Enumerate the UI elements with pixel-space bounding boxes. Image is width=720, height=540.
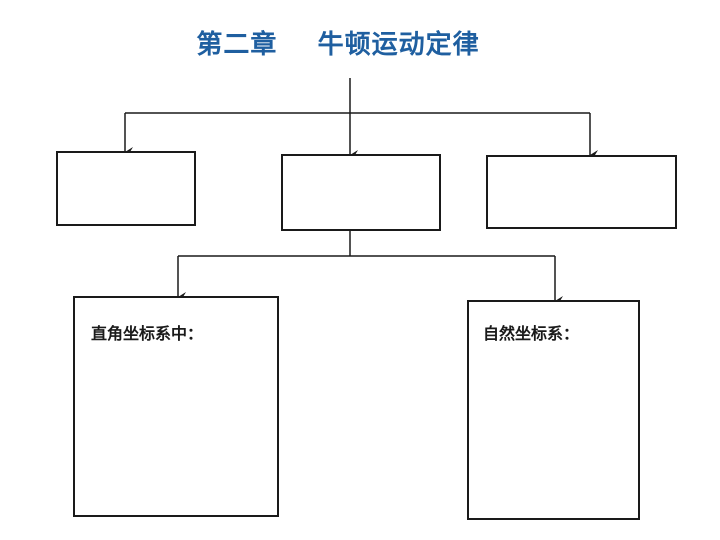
left-empty-box	[56, 151, 196, 226]
page-title: 第二章 牛顿运动定律	[196, 30, 480, 60]
natural-box: 自然坐标系：	[467, 300, 640, 520]
natural-box-label: 自然坐标系：	[483, 324, 580, 343]
right-empty-box	[486, 155, 677, 229]
middle-empty-box	[281, 154, 441, 231]
cartesian-box-label: 直角坐标系中：	[91, 324, 204, 343]
cartesian-box: 直角坐标系中：	[73, 296, 279, 517]
